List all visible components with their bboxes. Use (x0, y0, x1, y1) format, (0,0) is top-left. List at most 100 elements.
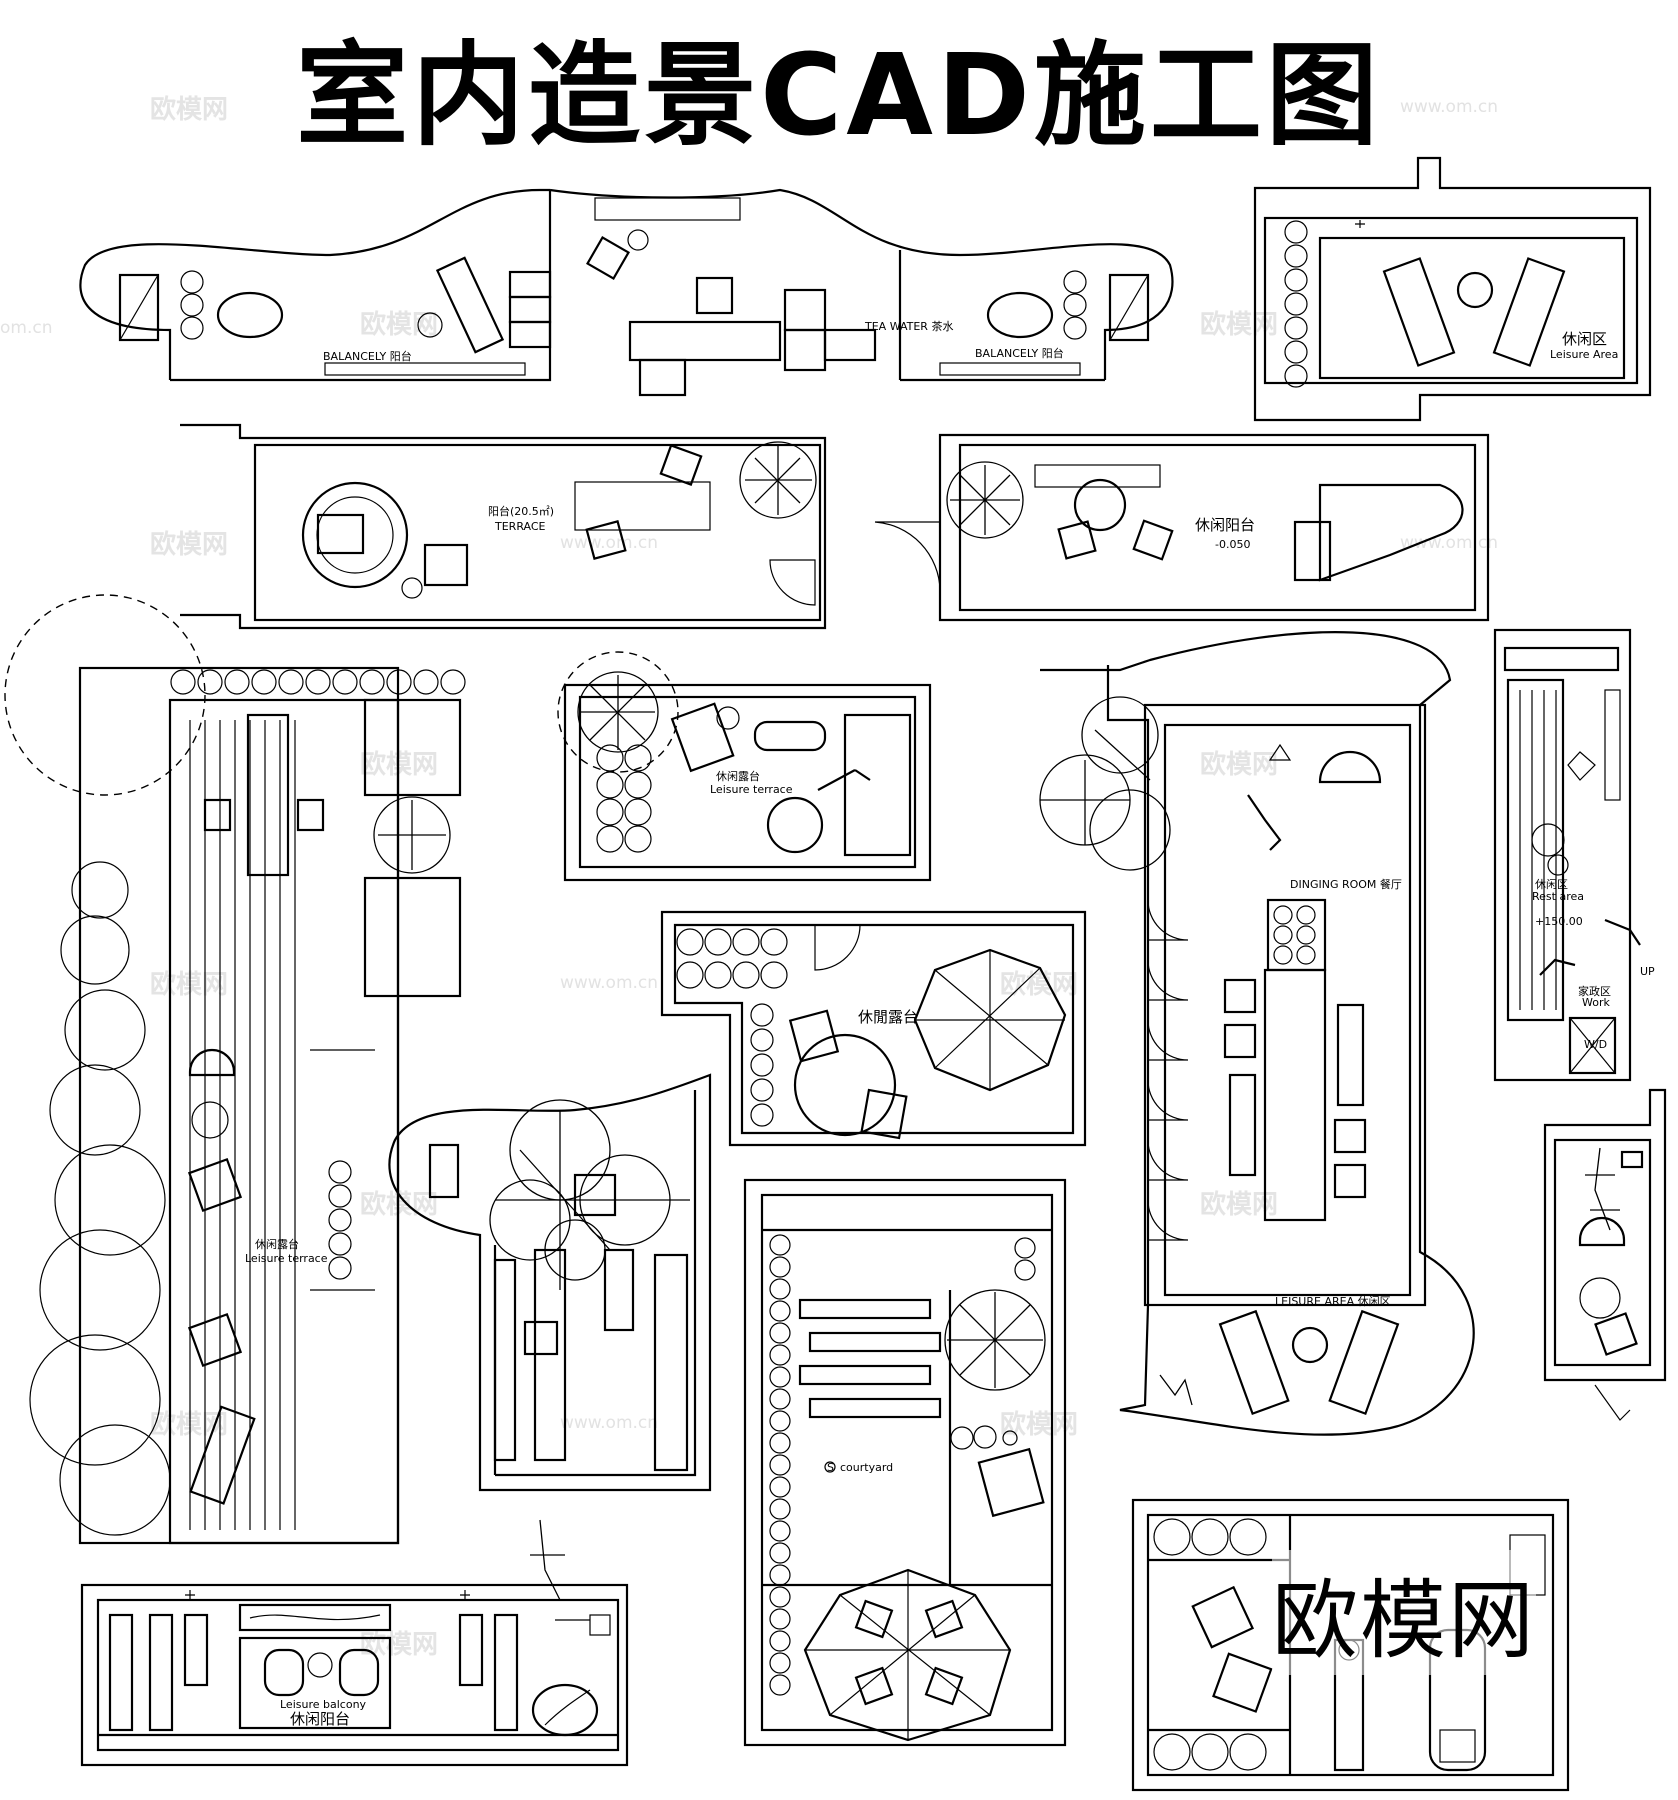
label-leisure-balcony-cn: 休闲阳台 (290, 1710, 350, 1728)
tree-canopy-dashed (4, 594, 206, 796)
shrub-column-right (1014, 1237, 1036, 1281)
arrow-icon (1355, 220, 1365, 228)
shrub-row-right (1063, 270, 1087, 340)
egg-chair-icon (216, 291, 284, 339)
lounger-icon (1382, 257, 1456, 367)
armchair-icon (263, 1648, 305, 1697)
tree-icon (739, 441, 817, 519)
shrub-column-inner (328, 1160, 352, 1280)
chair (523, 1320, 559, 1356)
table (574, 481, 711, 531)
tree-icon (1039, 696, 1171, 871)
label-courtyard-mark: S (827, 1461, 834, 1474)
glass-grid (1273, 905, 1316, 965)
label-rest-area-cn: 休闲区 (1535, 877, 1568, 891)
rug (753, 720, 827, 752)
decking-lines (1519, 690, 1557, 1010)
label-level: -0.050 (1215, 538, 1250, 551)
tree-canopy-column (29, 861, 171, 1536)
lounger-icon (189, 1405, 256, 1505)
label-balcony: BALANCELY 阳台 (975, 346, 1064, 360)
label-leisure-terrace-cn: 休闲露台 (716, 769, 760, 783)
watermark-brand: 欧模网 (360, 1629, 438, 1660)
decking-lines (189, 720, 296, 1530)
lounger-icon (1218, 1309, 1290, 1416)
plan-balcony-wavy: BALANCELY 阳台 BALANCELY 阳台 TEA WATER 茶水 (79, 188, 1174, 397)
armchair-icon (860, 1088, 908, 1140)
door-swing-column (1147, 899, 1189, 1241)
plan-leisure-balcony-bottom: Leisure balcony 休闲阳台 (80, 1519, 629, 1767)
door-swing-icon (814, 924, 861, 971)
watermark-brand: 欧模网 (1000, 1409, 1078, 1440)
lounger-icon (1328, 1309, 1400, 1416)
label-leisure-area-cn: 休闲区 (1562, 330, 1607, 348)
plan-leisure-terrace-small: 休闲露台 Leisure terrace (557, 651, 932, 882)
label-leisure-terrace-en: Leisure terrace (245, 1252, 328, 1265)
shrub-column (1284, 220, 1308, 388)
lounger-icon (1492, 257, 1566, 367)
umbrella-icon (913, 948, 1067, 1092)
plan-rest-area: W/D 休闲区 Rest area +150.00 家政区 Work UP (1493, 628, 1655, 1082)
door-swing-icon (769, 559, 816, 606)
figure-icon (1539, 958, 1576, 976)
armchair-icon (670, 702, 735, 773)
armchair-icon (1212, 1652, 1273, 1713)
label-xiuxian-lutai: 休閒露台 (858, 1008, 918, 1026)
label-rest-level: +150.00 (1535, 915, 1583, 928)
lounger-icon (435, 256, 505, 354)
label-leisure-area: LEISURE AREA 休闲区 (1275, 1294, 1391, 1308)
armchair-icon (1191, 1585, 1255, 1649)
plan-leisure-terrace-large: 休闲露台 Leisure terrace (4, 594, 466, 1545)
shrub-column (750, 1003, 774, 1127)
plan-small-garden (1543, 1088, 1667, 1421)
watermark-url: www.om.cn (560, 973, 658, 993)
watermark-brand: 欧模网 (150, 1409, 228, 1440)
label-tea-water: TEA WATER 茶水 (864, 320, 953, 333)
tree-icon (530, 1519, 590, 1621)
page-title: 室内造景CAD施工图 (296, 31, 1382, 161)
plan-dining-room: DINGING ROOM 餐厅 LEISURE AREA 休闲区 (1039, 631, 1475, 1436)
piano-icon (1318, 483, 1464, 582)
umbrella-icon (1318, 750, 1382, 784)
shrub-grid (596, 744, 652, 853)
label-courtyard: courtyard (840, 1461, 893, 1474)
armchair-icon (659, 444, 703, 486)
piano-bench (1293, 520, 1332, 582)
plan-terrace: 阳台(20.5㎡) TERRACE (180, 423, 827, 630)
label-terrace-cn: 阳台(20.5㎡) (488, 504, 554, 518)
tree-icon (489, 1099, 690, 1290)
label-leisure-balcony-en: Leisure balcony (280, 1698, 367, 1711)
watermark-brand: 欧模网 (150, 529, 228, 560)
watermark-brand: 欧模网 (1200, 309, 1278, 340)
watermark-brand: 欧模网 (150, 969, 228, 1000)
washer-dryer (1568, 1016, 1617, 1075)
plan-leisure-balcony-piano: 休闲阳台 -0.050 (874, 433, 1490, 622)
tree-canopy-dashed (557, 651, 679, 773)
plan-tree-garden (388, 1073, 712, 1492)
door-swing-icon (1594, 1384, 1631, 1421)
figure-icon (1247, 794, 1282, 851)
door-swing-icon (874, 521, 941, 591)
figure-icon (817, 769, 871, 791)
label-leisure-terrace-cn: 休闲露台 (255, 1237, 299, 1251)
label-work-cn: 家政区 (1578, 984, 1611, 998)
tree-icon (946, 461, 1024, 539)
label-work-en: Work (1582, 996, 1610, 1009)
shrub-row-bottom (1153, 1733, 1267, 1771)
planter-box (118, 273, 160, 342)
stone (531, 1683, 599, 1737)
planter-box (1108, 273, 1150, 342)
plan-umbrella-terrace: 休閒露台 (660, 910, 1087, 1147)
armchair-icon (423, 543, 469, 587)
shrub-grid (676, 928, 788, 989)
label-dining-room: DINGING ROOM 餐厅 (1290, 877, 1402, 891)
watermark-url: www.om.cn (1400, 97, 1498, 117)
arrow-icon (185, 1590, 470, 1600)
watermark-url: www.om.cn (560, 533, 658, 553)
shrub-column (769, 1234, 791, 1696)
armchair-icon (585, 520, 627, 560)
watermark-url-short: om.cn (0, 318, 53, 338)
label-balcony: BALANCELY 阳台 (323, 349, 412, 363)
watermark-url: www.om.cn (560, 1413, 658, 1433)
